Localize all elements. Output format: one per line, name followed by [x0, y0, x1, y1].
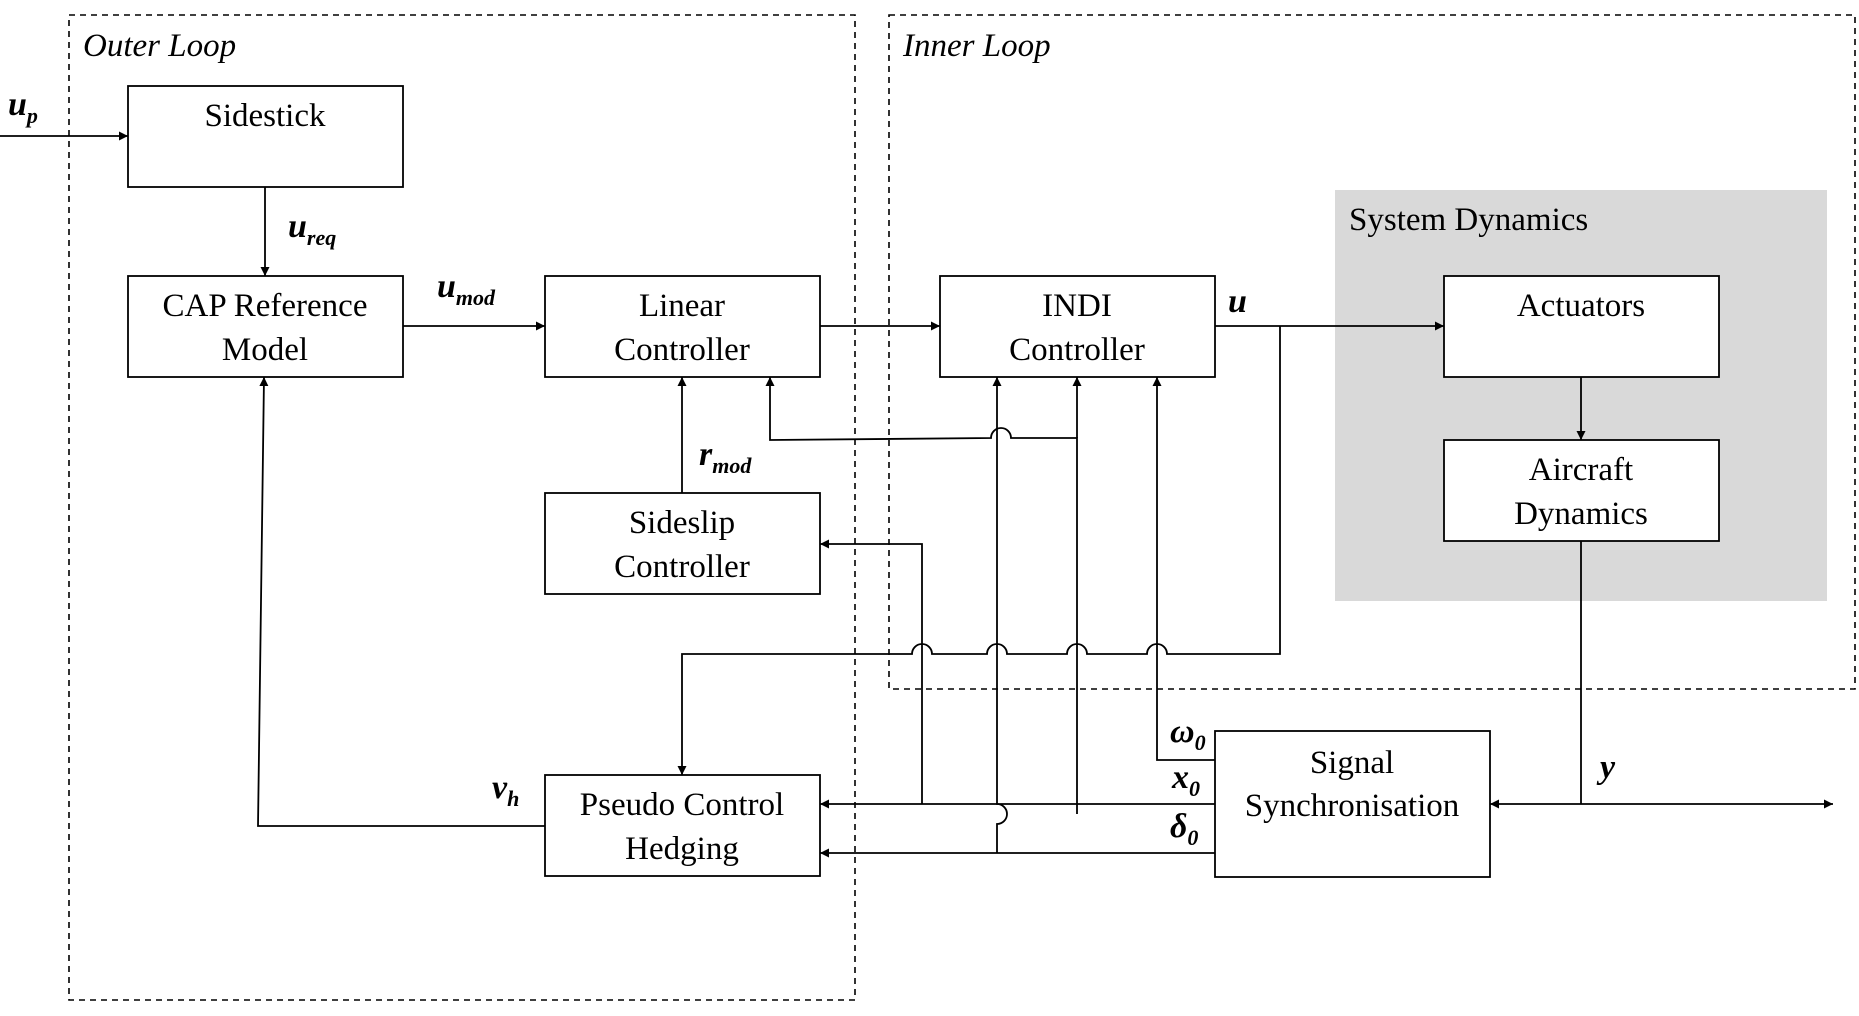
- signal-label-omega-0: ω0: [1170, 713, 1206, 755]
- system-dynamics-label: System Dynamics: [1349, 202, 1588, 238]
- linear-controller-label-line1: Linear: [639, 288, 725, 324]
- arrow-u-to-hedging: [677, 326, 1281, 775]
- indi-controller-label-line2: Controller: [1009, 332, 1145, 368]
- arrow-vh-to-cap: [257, 376, 545, 827]
- arrow-omega0-to-indi: [1152, 377, 1215, 761]
- sidestick-label: Sidestick: [205, 98, 326, 134]
- sideslip-controller-block: Sideslip Controller: [544, 492, 821, 595]
- arrow-x0-to-sideslip: [820, 539, 923, 804]
- linear-controller-label-line2: Controller: [614, 332, 750, 368]
- cap-reference-model-label-line2: Model: [222, 332, 308, 368]
- aircraft-dynamics-label-line2: Dynamics: [1514, 496, 1648, 532]
- sideslip-controller-label-line2: Controller: [614, 549, 750, 585]
- cap-reference-model-label-line1: CAP Reference: [163, 288, 368, 324]
- outer-loop-region: [68, 14, 856, 1001]
- signal-label-y: y: [1596, 749, 1616, 786]
- pseudo-control-hedging-label-line1: Pseudo Control: [580, 787, 784, 823]
- indi-controller-label-line1: INDI: [1042, 288, 1112, 324]
- signal-label-r-mod: rmod: [699, 436, 752, 478]
- actuators-block: Actuators: [1443, 275, 1720, 378]
- signal-label-u: u: [1228, 283, 1247, 320]
- signal-label-u-mod: umod: [437, 268, 496, 310]
- sidestick-block: Sidestick: [127, 85, 404, 188]
- cap-reference-model-block: CAP Reference Model: [127, 275, 404, 378]
- signal-label-u-p: up: [8, 86, 38, 128]
- signal-label-u-req: ureq: [288, 208, 336, 250]
- pseudo-control-hedging-label-line2: Hedging: [625, 831, 739, 867]
- aircraft-dynamics-label-line1: Aircraft: [1529, 452, 1633, 488]
- indi-controller-block: INDI Controller: [939, 275, 1216, 378]
- signal-label-v-h: vh: [492, 769, 519, 811]
- signal-label-delta-0: δ0: [1170, 808, 1198, 850]
- signal-synchronisation-block: Signal Synchronisation: [1214, 730, 1491, 878]
- arrow-delta0-to-indi: [992, 377, 1008, 853]
- linear-controller-block: Linear Controller: [544, 275, 821, 378]
- aircraft-dynamics-block: Aircraft Dynamics: [1443, 439, 1720, 542]
- sideslip-controller-label-line1: Sideslip: [629, 505, 735, 541]
- signal-label-x-0: x0: [1171, 759, 1200, 801]
- inner-loop-label: Inner Loop: [902, 28, 1051, 64]
- inner-loop-region: [888, 14, 1856, 690]
- pseudo-control-hedging-block: Pseudo Control Hedging: [544, 774, 821, 877]
- signal-synchronisation-label-line1: Signal: [1310, 745, 1394, 781]
- actuators-label: Actuators: [1517, 288, 1645, 324]
- arrow-x0-feedback-to-linear: [765, 377, 1078, 814]
- outer-loop-label: Outer Loop: [83, 28, 236, 64]
- signal-synchronisation-label-line2: Synchronisation: [1245, 788, 1459, 824]
